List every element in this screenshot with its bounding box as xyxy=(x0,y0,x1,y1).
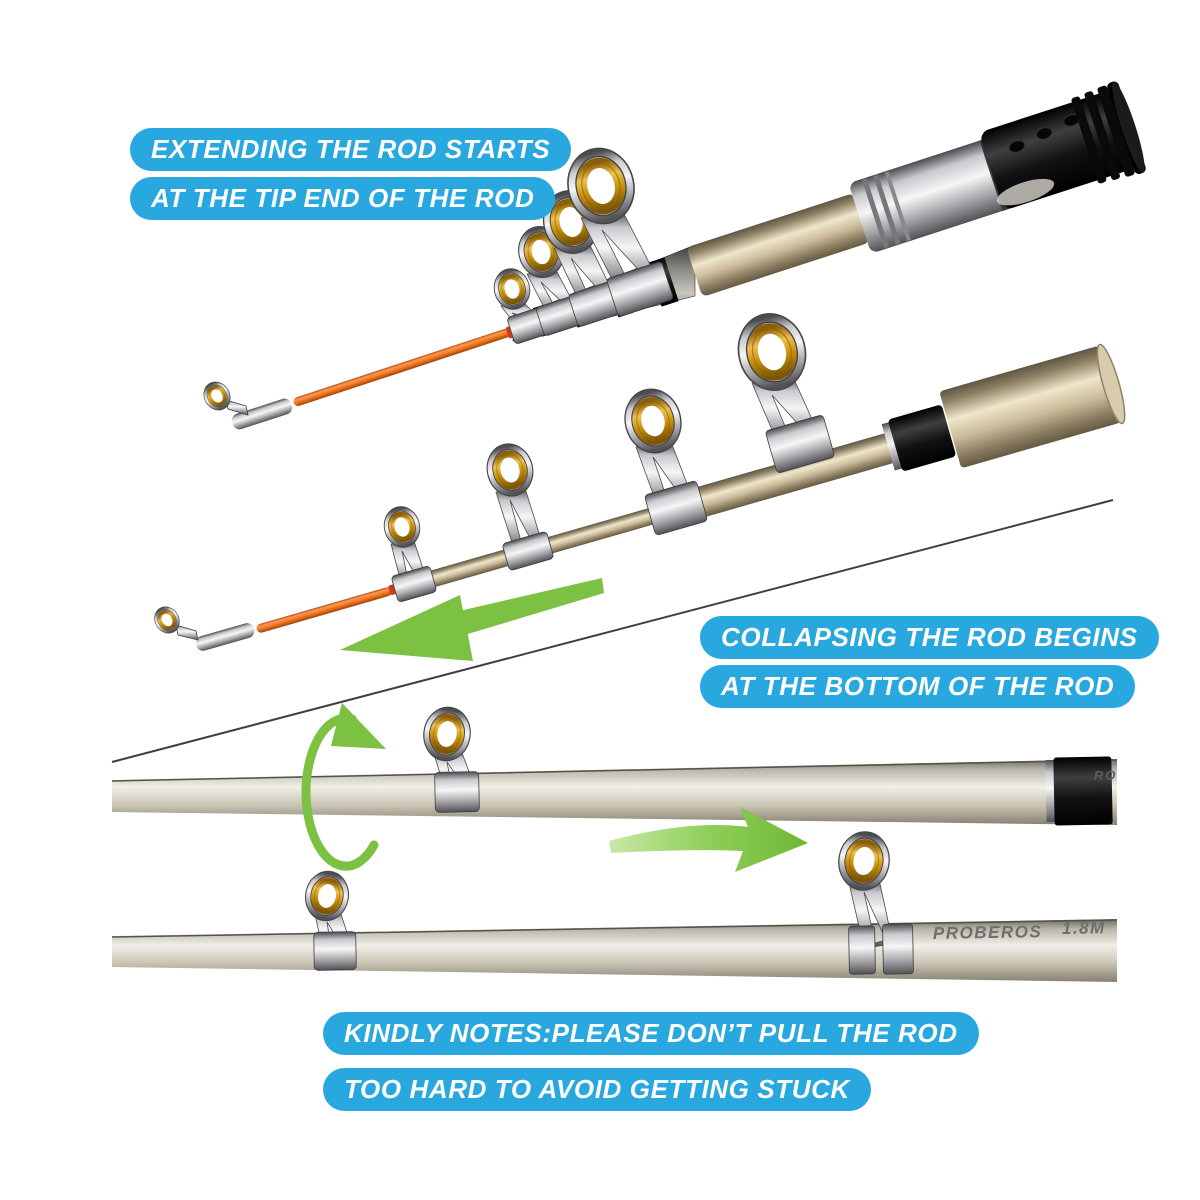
rod-brand-partial: RO xyxy=(1094,768,1118,783)
callout-note-line2: TOO HARD TO AVOID GETTING STUCK xyxy=(323,1068,871,1111)
tip-guide xyxy=(198,377,249,416)
lower-shaft: PROBEROS 1.8M xyxy=(111,832,1118,982)
arrow-left-icon xyxy=(340,578,604,661)
rod-tip-line xyxy=(111,499,1114,763)
tip-guide xyxy=(149,602,199,641)
rod-section-2 xyxy=(658,428,911,528)
orange-tip-section xyxy=(293,327,513,407)
line-guide xyxy=(839,832,914,975)
rod-collapsed-tip-view xyxy=(198,81,1146,430)
rod-extended-view xyxy=(149,312,1126,661)
rod-section-3 xyxy=(940,346,1120,468)
handle-grip xyxy=(981,81,1146,209)
arrow-right-icon xyxy=(609,807,808,872)
line-guide xyxy=(623,387,708,536)
callout-extend-line1: EXTENDING THE ROD STARTS xyxy=(130,128,572,171)
callout-collapse-line1: COLLAPSING THE ROD BEGINS xyxy=(700,616,1159,659)
joint-band xyxy=(888,405,956,471)
rotate-arrow-icon xyxy=(301,703,386,871)
line-guide xyxy=(423,707,480,813)
main-section xyxy=(687,194,869,296)
tip-ferrule xyxy=(231,398,293,430)
tip-ferrule xyxy=(195,623,255,651)
line-guide xyxy=(305,871,357,971)
line-guide xyxy=(565,146,674,317)
callout-collapse-line2: AT THE BOTTOM OF THE ROD xyxy=(700,665,1136,708)
line-guide xyxy=(736,312,835,473)
rod-brand-text: PROBEROS xyxy=(933,922,1043,943)
rod-rotation-detail: RO PROBEROS 1.8M xyxy=(111,499,1118,982)
line-guide xyxy=(383,506,437,602)
rod-length-text: 1.8M xyxy=(1062,918,1106,938)
upper-shaft: RO xyxy=(111,707,1118,826)
callout-extend-line2: AT THE TIP END OF THE ROD xyxy=(130,177,556,220)
line-guide xyxy=(485,443,554,571)
joint-band xyxy=(1053,756,1113,826)
callout-note-line1: KINDLY NOTES:PLEASE DON’T PULL THE ROD xyxy=(323,1012,979,1055)
rod-butt-end xyxy=(1096,343,1126,425)
orange-tip-section xyxy=(256,587,392,633)
